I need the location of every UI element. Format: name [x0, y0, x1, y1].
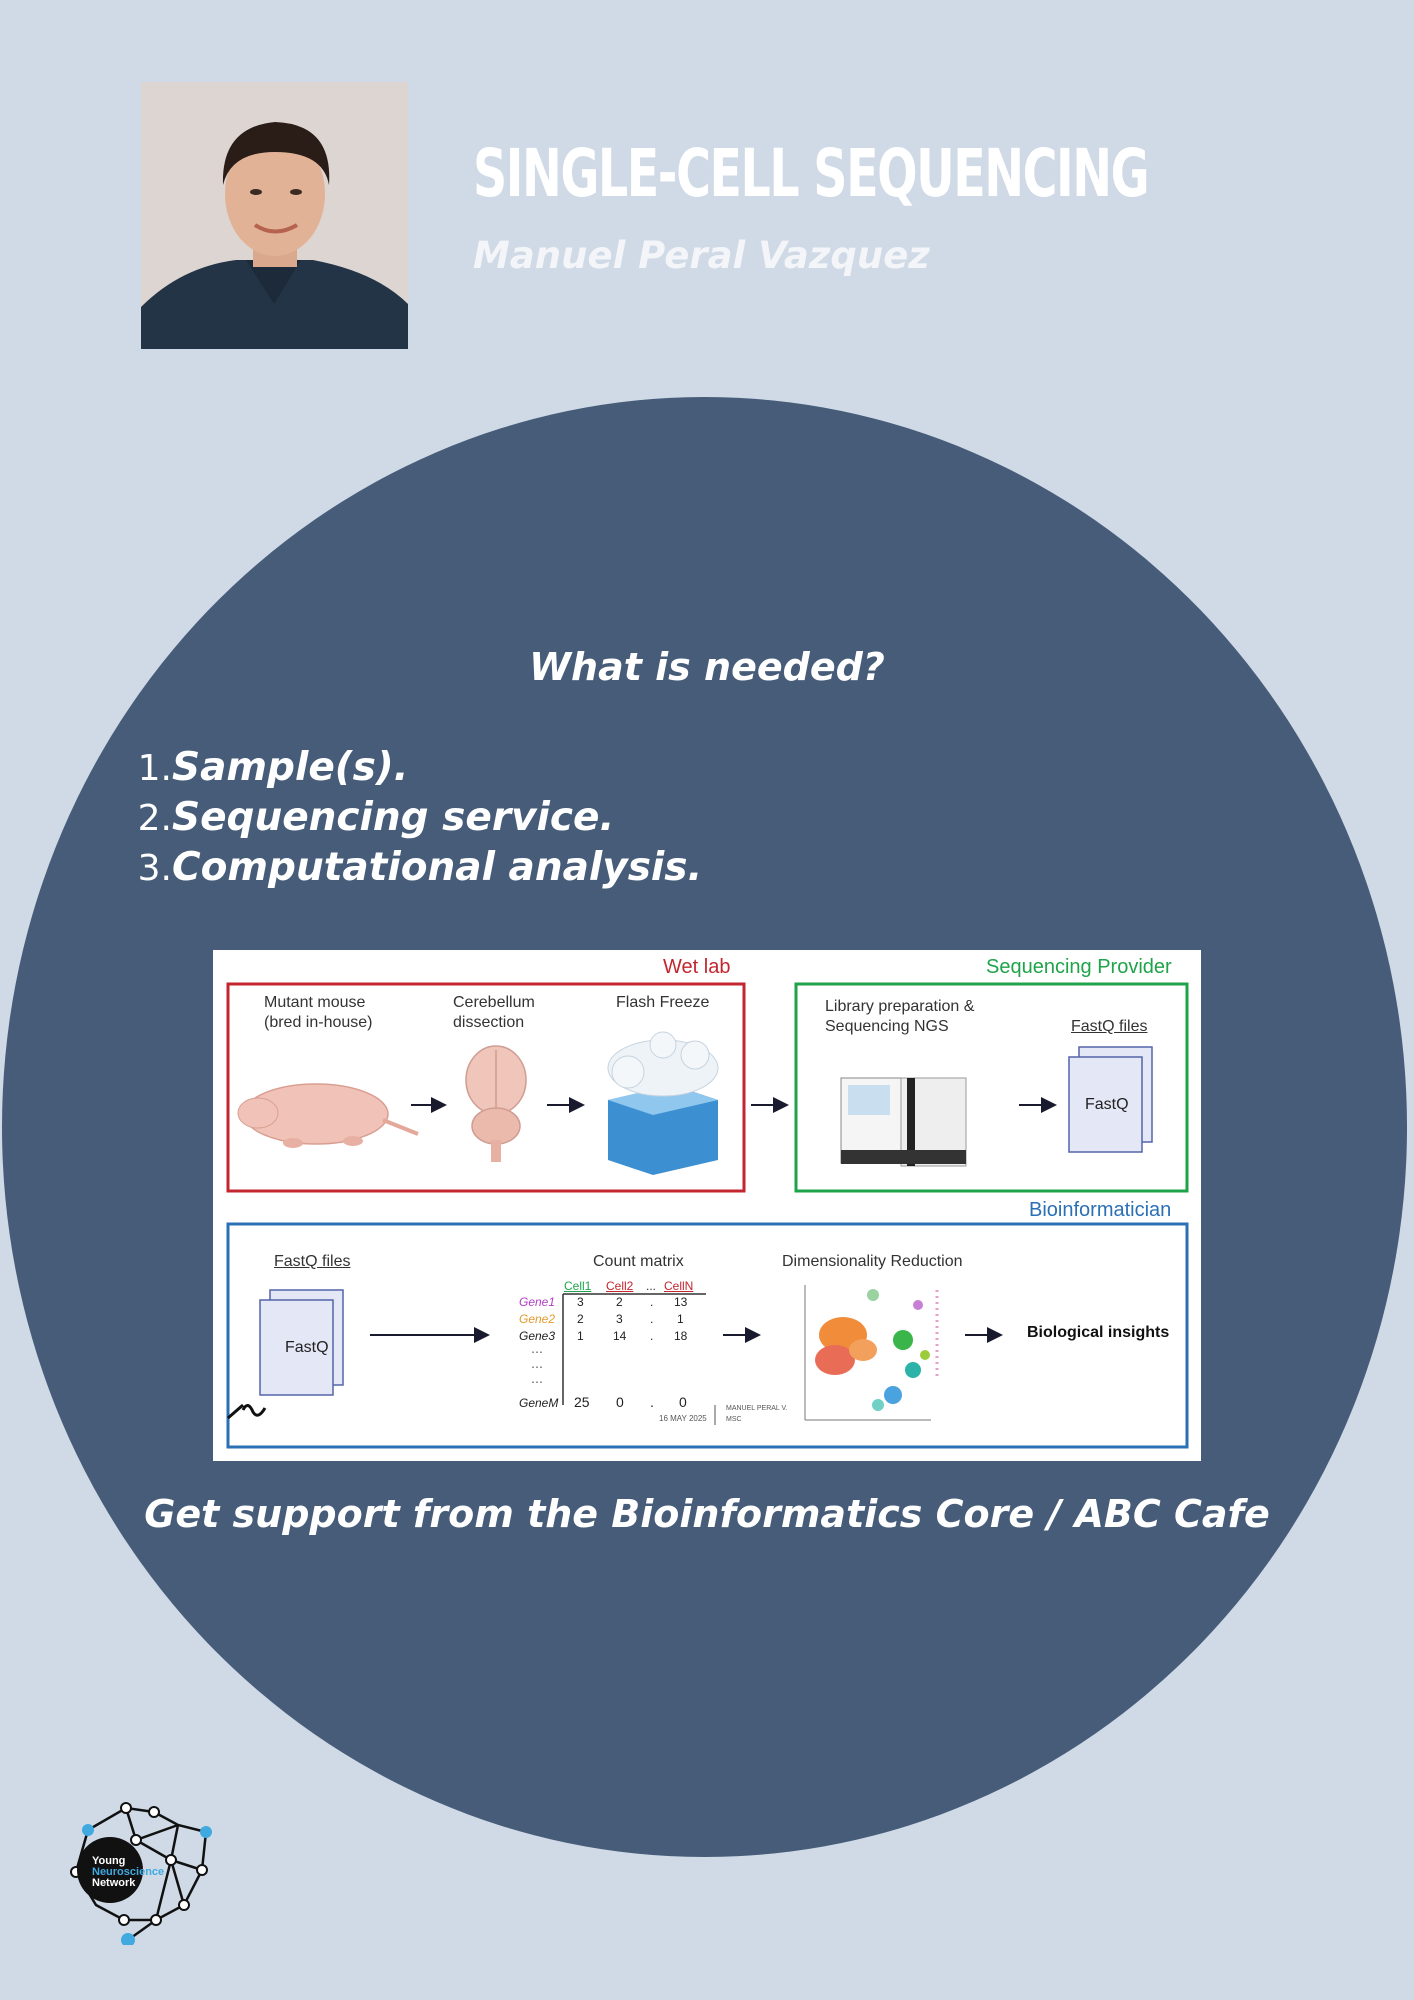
matrix-row-gene: Gene1	[519, 1295, 556, 1309]
step-text: Sample(s).	[172, 745, 409, 790]
mouse-label-1: Mutant mouse	[264, 994, 366, 1011]
bioinformatician-title: Bioinformatician	[1029, 1199, 1172, 1221]
workflow-figure: Wet lab Mutant mouse (bred in-house) Cer…	[213, 950, 1201, 1461]
matrix-col-header: Cell2	[606, 1279, 634, 1293]
umap-plot-icon	[804, 1285, 939, 1421]
logo-line-3: Network	[92, 1877, 136, 1889]
matrix-cell: .	[650, 1329, 654, 1343]
wet-lab-title: Wet lab	[663, 956, 731, 978]
list-item: 3. Computational analysis.	[130, 845, 703, 895]
young-neuroscience-network-logo: Young Neuroscience Network	[66, 1800, 216, 1945]
fastq-files-label-bio: FastQ files	[274, 1253, 351, 1270]
matrix-cell: 25	[574, 1394, 590, 1410]
sequencing-title: Sequencing Provider	[986, 956, 1172, 978]
matrix-col-header: CellN	[664, 1279, 694, 1293]
fastq-files-label: FastQ files	[1071, 1018, 1148, 1035]
matrix-cell: .	[650, 1295, 654, 1309]
matrix-cell: 13	[674, 1295, 688, 1309]
steps-list: 1. Sample(s). 2. Sequencing service. 3. …	[130, 745, 703, 895]
mouse-icon	[237, 1083, 419, 1148]
matrix-col-header: ...	[646, 1279, 657, 1293]
fastq-file-text-bio: FastQ	[285, 1339, 329, 1356]
date-stamp: 16 MAY 2025	[659, 1414, 707, 1423]
matrix-cell: 14	[613, 1329, 627, 1343]
ice-block-icon	[607, 1031, 719, 1175]
fastq-file-text: FastQ	[1085, 1096, 1129, 1113]
mouse-label-2: (bred in-house)	[264, 1014, 373, 1031]
matrix-cell: 3	[616, 1312, 623, 1326]
logo-line-2: Neuroscience	[92, 1866, 165, 1878]
list-item: 2. Sequencing service.	[130, 795, 702, 845]
step-text: Sequencing service.	[172, 795, 615, 840]
matrix-col-header: Cell1	[564, 1279, 592, 1293]
matrix-cell: 0	[616, 1394, 624, 1410]
matrix-row-gene: Gene2	[519, 1312, 556, 1326]
dissection-label-1: Cerebellum	[453, 994, 535, 1011]
matrix-cell: 0	[679, 1394, 687, 1410]
logo-line-1: Young	[92, 1855, 126, 1867]
author-photo	[141, 82, 408, 349]
brain-icon	[465, 1045, 527, 1162]
support-text: Get support from the Bioinformatics Core…	[144, 1492, 1270, 1536]
library-label-2: Sequencing NGS	[825, 1018, 949, 1035]
matrix-row-gene: Gene3	[519, 1329, 556, 1343]
matrix-cell: 18	[674, 1329, 688, 1343]
matrix-cell: 2	[616, 1295, 623, 1309]
author-name: Manuel Peral Vazquez	[473, 234, 930, 277]
dissection-label-2: dissection	[453, 1014, 525, 1031]
step-number: 1.	[137, 748, 172, 789]
step-text: Computational analysis.	[172, 845, 703, 890]
list-item: 1. Sample(s).	[130, 745, 702, 795]
matrix-row-gene: GeneM	[519, 1396, 559, 1410]
matrix-cell: 3	[577, 1295, 584, 1309]
library-label-1: Library preparation &	[825, 998, 975, 1015]
step-number: 2.	[137, 798, 172, 839]
matrix-ellipsis: ⋯⋯⋯	[531, 1345, 543, 1389]
freeze-label: Flash Freeze	[616, 994, 710, 1011]
step-number: 3.	[137, 848, 172, 889]
count-matrix-title: Count matrix	[593, 1253, 684, 1270]
sequencer-icon	[840, 1077, 967, 1167]
page-title: SINGLE-CELL SEQUENCING	[473, 135, 1150, 212]
signature-title: MSC	[726, 1416, 742, 1423]
matrix-cell: .	[650, 1394, 654, 1410]
section-heading: What is needed?	[529, 645, 885, 689]
matrix-cell: .	[650, 1312, 654, 1326]
signature-name: MANUEL PERAL V.	[726, 1405, 788, 1412]
matrix-cell: 2	[577, 1312, 584, 1326]
matrix-cell: 1	[677, 1312, 684, 1326]
matrix-cell: 1	[577, 1329, 584, 1343]
dimred-title: Dimensionality Reduction	[782, 1253, 963, 1270]
insights-label: Biological insights	[1027, 1324, 1170, 1341]
